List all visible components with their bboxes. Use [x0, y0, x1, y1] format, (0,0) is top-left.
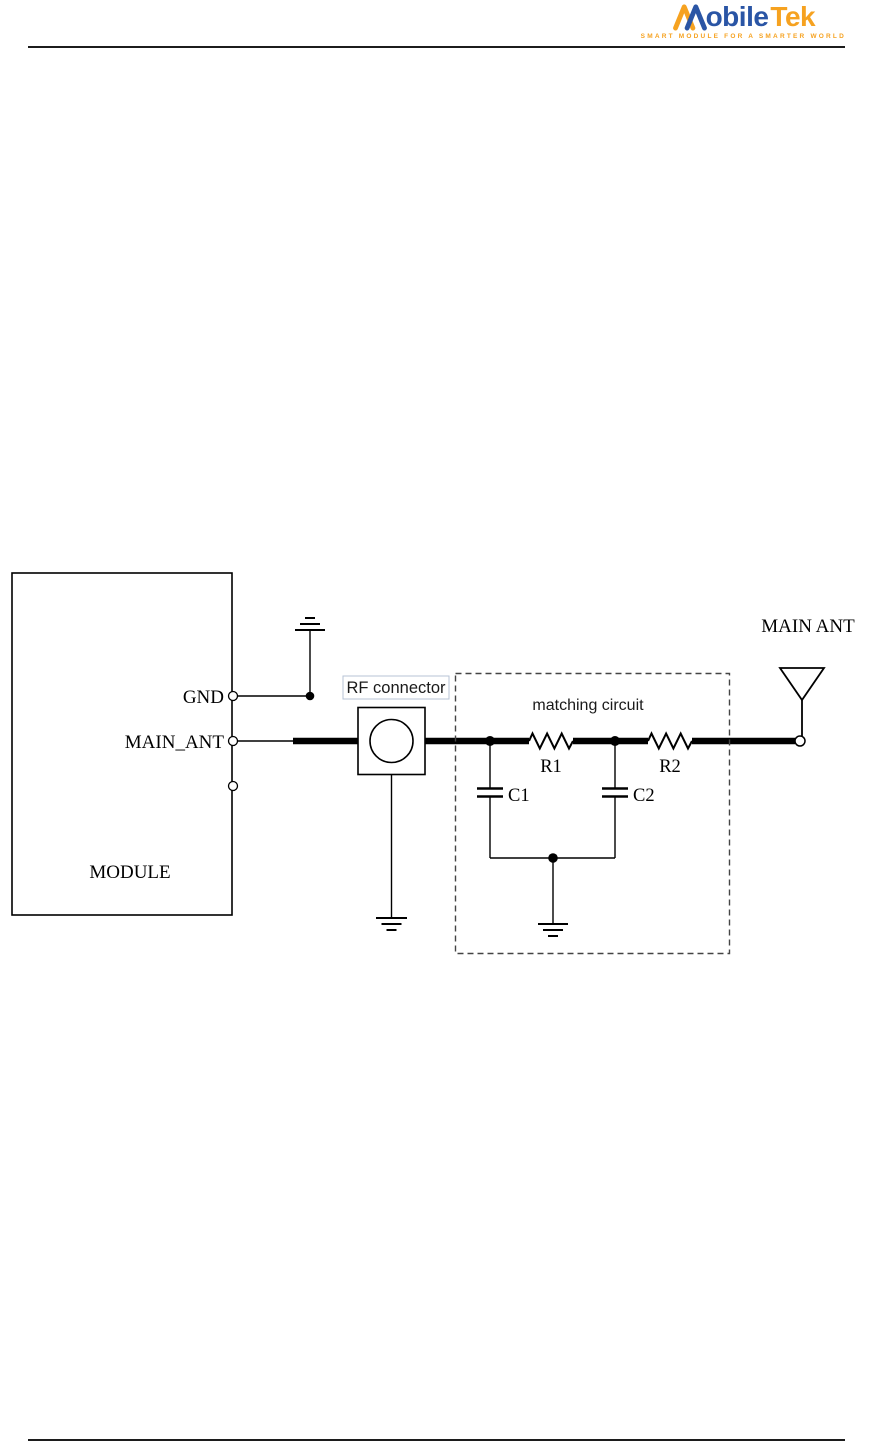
logo-m-icon [672, 4, 707, 31]
module-block: MODULE GND MAIN_ANT [11, 572, 239, 916]
rf-connector-label-frame [342, 675, 450, 700]
resistor-r2-symbol [647, 731, 693, 751]
ground-symbol-matching [538, 923, 568, 937]
main-ant-label: MAIN ANT [761, 616, 855, 637]
capacitor-c2-label: C2 [633, 786, 655, 806]
capacitor-c1-symbol [477, 741, 503, 858]
gnd-net [237, 617, 325, 701]
resistor-r2-label: R2 [659, 757, 681, 777]
capacitor-c1-label: C1 [508, 786, 530, 806]
resistor-r1-symbol [528, 731, 574, 751]
antenna-terminal [794, 735, 806, 747]
ground-symbol-rf [376, 917, 407, 931]
resistor-r1-label: R1 [540, 757, 562, 777]
mobiletek-logo: obile Tek Smart module for a smarter wor… [640, 2, 846, 41]
main-ant-pin-label: MAIN_ANT [125, 732, 225, 753]
main-ant-pin [227, 735, 239, 747]
spare-pin [227, 780, 239, 792]
ground-symbol-top [295, 617, 325, 631]
header-divider [28, 46, 845, 48]
capacitor-c2-symbol [602, 741, 628, 858]
footer-divider [28, 1439, 845, 1441]
logo-tagline: Smart module for a smarter world [640, 33, 846, 40]
gnd-pin-label: GND [183, 687, 224, 708]
module-label: MODULE [89, 862, 170, 883]
logo-text-mobile: obile [705, 1, 769, 32]
matching-circuit-block: matching circuit R1 R2 C1 [454, 672, 731, 955]
antenna-icon [778, 667, 826, 702]
matching-ground-net [490, 853, 615, 937]
logo-text-tek: Tek [770, 1, 816, 32]
rf-connector-symbol: RF connector [342, 675, 450, 931]
antenna-output: MAIN ANT [761, 616, 855, 747]
gnd-pin [227, 690, 239, 702]
logo-wordmark: obile Tek [672, 2, 816, 31]
matching-circuit-outline [454, 672, 731, 955]
matching-circuit-label: matching circuit [532, 697, 644, 714]
rf-connector-label: RF connector [346, 679, 446, 697]
